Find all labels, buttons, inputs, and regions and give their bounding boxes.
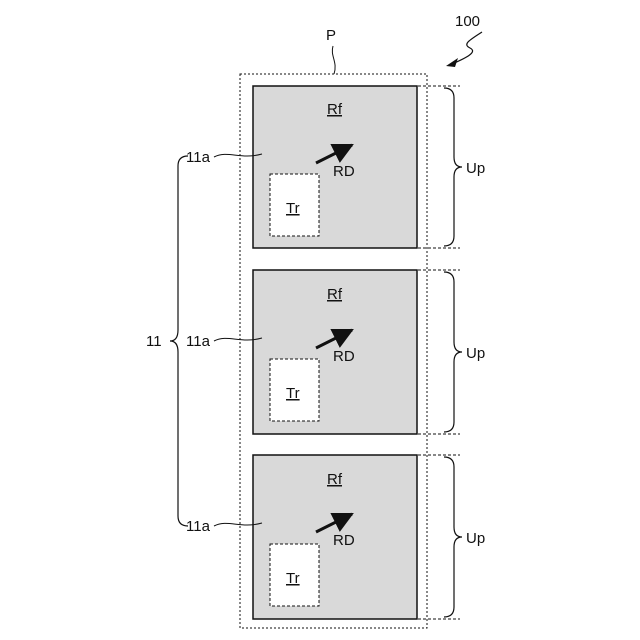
rd-label: RD — [333, 532, 355, 549]
panel-11a-label: 11a — [186, 518, 211, 535]
up-brace — [444, 88, 462, 246]
element-tr-label: Tr — [286, 570, 300, 587]
panel-11a-label: 11a — [186, 333, 211, 350]
ref-100-label: 100 — [455, 13, 480, 30]
region-rf-label: Rf — [327, 101, 343, 118]
region-rf-label: Rf — [327, 471, 343, 488]
panel-11a-label: 11a — [186, 149, 211, 166]
up-brace — [444, 272, 462, 432]
element-tr-label: Tr — [286, 385, 300, 402]
up-brace — [444, 457, 462, 617]
region-rf-label: Rf — [327, 286, 343, 303]
rd-label: RD — [333, 163, 355, 180]
unit-2: Rf RD Tr 11a Up — [186, 270, 485, 434]
ref-p-label: P — [326, 27, 336, 44]
up-label: Up — [466, 530, 485, 547]
element-tr-label: Tr — [286, 200, 300, 217]
ref-100-arrow-icon — [446, 58, 458, 67]
ref-p-leader — [332, 46, 335, 74]
rd-label: RD — [333, 348, 355, 365]
unit-3: Rf RD Tr 11a Up — [186, 455, 485, 619]
ref-11-label: 11 — [146, 333, 162, 350]
up-label: Up — [466, 345, 485, 362]
up-label: Up — [466, 160, 485, 177]
unit-1: Rf RD Tr 11a Up — [186, 86, 485, 248]
